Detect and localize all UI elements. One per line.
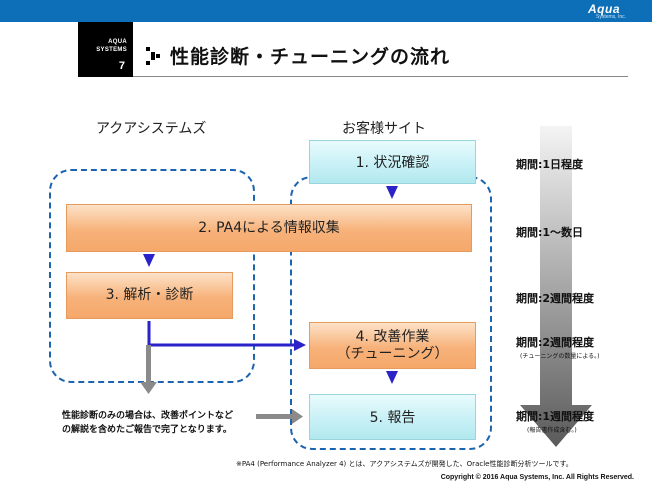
period-5: 期間:1週間程度 (516, 410, 595, 423)
step-3-box: 3. 解析・診断 (66, 272, 233, 319)
page-number: 7 (118, 60, 125, 72)
step-4-line1: 4. 改善作業 (355, 328, 430, 345)
period-3: 期間:2週間程度 (516, 292, 595, 305)
section-badge: AQUA SYSTEMS 7 (78, 22, 133, 77)
footnote: ※PA4 (Performance Analyzer 4) とは、アクアシステム… (236, 460, 573, 468)
step-1-box: 1. 状況確認 (309, 140, 476, 184)
company-name: AQUA SYSTEMS (96, 39, 127, 53)
page-title: 性能診断・チューニングの流れ (170, 46, 451, 68)
column-head-right: お客様サイト (342, 121, 426, 137)
arrow-2-to-3 (143, 254, 155, 267)
logo-subtext: Systems, Inc. (596, 14, 627, 20)
skip-arrow (140, 345, 303, 424)
title-underline (133, 76, 628, 77)
column-head-left: アクアシステムズ (96, 121, 207, 137)
logo-text: Aqua (588, 2, 620, 16)
period-4-note: (チューニングの数量による。) (520, 353, 600, 360)
period-5-note: (報告書作成含む。) (527, 427, 577, 434)
top-bar: Aqua Systems, Inc. (0, 0, 652, 22)
step-2-box: 2. PA4による情報収集 (66, 204, 472, 252)
copyright: Copyright © 2016 Aqua Systems, Inc. All … (440, 474, 634, 481)
title-chevron-icon (146, 47, 160, 65)
step-4-line2: （チューニング） (336, 345, 449, 362)
arrow-4-to-5 (386, 371, 398, 384)
skip-note: 性能診断のみの場合は、改善ポイントなど の解説を含めたご報告で完了となります。 (62, 411, 234, 435)
arrow-3-to-4 (147, 321, 306, 351)
step-4-box: 4. 改善作業 （チューニング） (309, 322, 476, 369)
company-logo: Aqua Systems, Inc. (584, 2, 638, 20)
period-4: 期間:2週間程度 (516, 336, 595, 349)
period-2: 期間:1～数日 (516, 226, 584, 239)
period-1: 期間:1日程度 (516, 158, 584, 171)
step-5-box: 5. 報告 (309, 394, 476, 440)
arrow-1-to-2 (386, 186, 398, 199)
